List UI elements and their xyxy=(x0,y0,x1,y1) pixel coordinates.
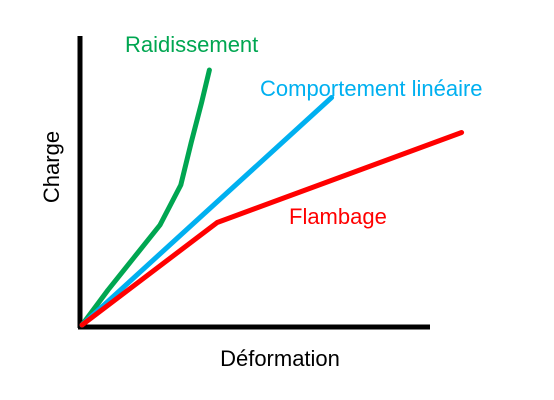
y-axis-label: Charge xyxy=(39,131,64,203)
series-line-flambage xyxy=(79,130,465,328)
series-label-raidissement: Raidissement xyxy=(125,32,258,57)
series-group xyxy=(79,67,465,328)
plot-area xyxy=(77,36,465,330)
series-line-raidissement xyxy=(79,67,212,328)
series-label-flambage: Flambage xyxy=(289,204,387,229)
series-label-comportement-lineaire: Comportement linéaire xyxy=(260,76,483,101)
x-axis-label: Déformation xyxy=(220,346,340,371)
series-line-comportement-lineaire xyxy=(79,95,335,328)
